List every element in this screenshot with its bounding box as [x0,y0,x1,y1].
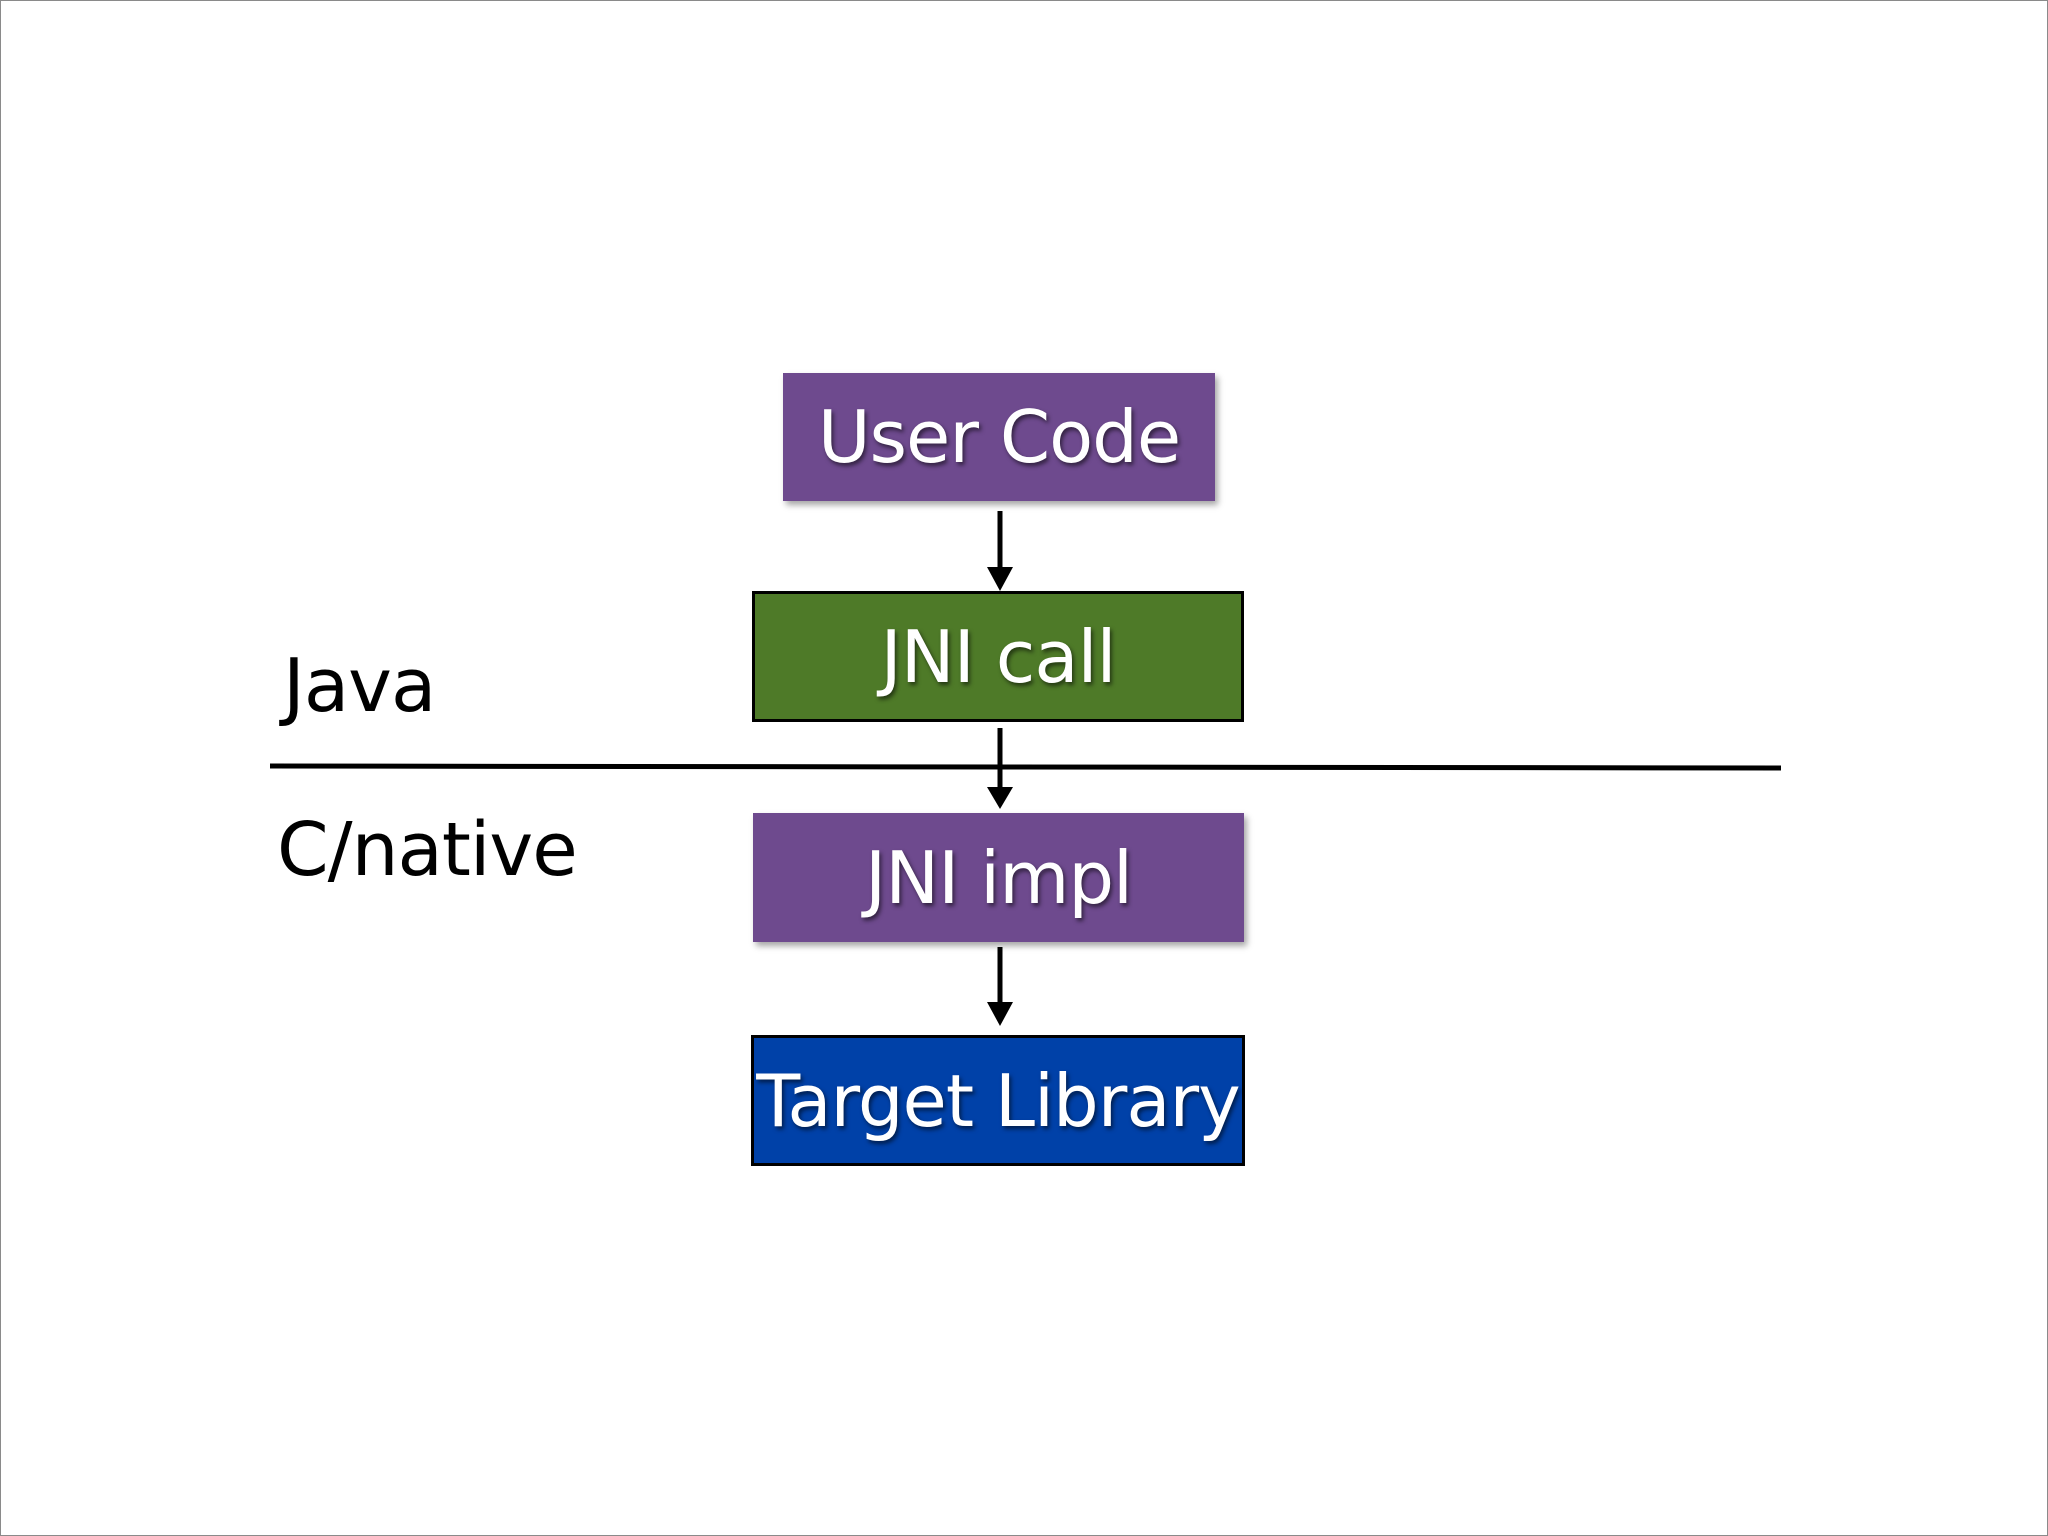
jni-call-box: JNI call [752,591,1244,722]
jni-impl-label: JNI impl [864,835,1133,920]
java-native-divider [269,763,1782,771]
user-code-box: User Code [783,373,1215,501]
arrow-jni-call-to-jni-impl [987,728,1013,809]
arrow-user-code-to-jni-call [987,511,1013,591]
target-library-label: Target Library [756,1058,1240,1143]
java-layer-label: Java [283,643,436,729]
jni-call-label: JNI call [880,614,1117,699]
native-layer-label: C/native [277,807,578,893]
target-library-box: Target Library [751,1035,1245,1166]
arrow-jni-impl-to-target-library [987,947,1013,1026]
jni-impl-box: JNI impl [753,813,1244,942]
user-code-label: User Code [817,395,1181,479]
